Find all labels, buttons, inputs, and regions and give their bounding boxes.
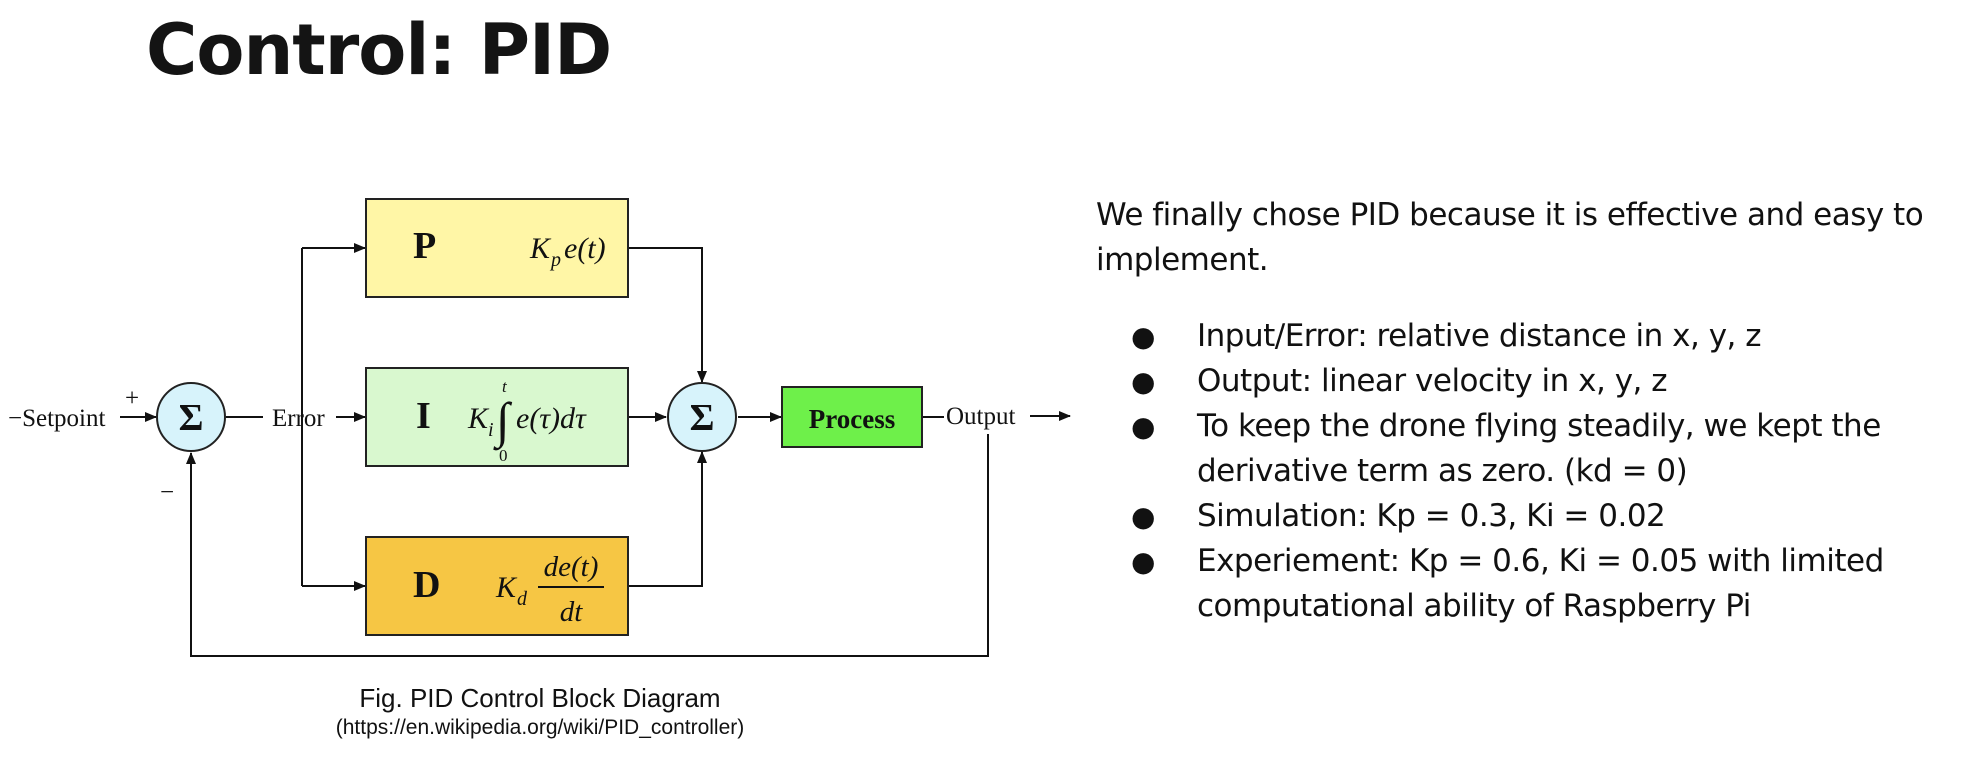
feedback-arrow: [186, 434, 989, 657]
connector-lines: [120, 243, 1071, 657]
bullet-text: To keep the drone flying steadily, we ke…: [1197, 408, 1881, 489]
p-to-sum-arrow: [628, 247, 707, 383]
pid-block-diagram: Σ Σ −Setpoint + − Error Output Process P…: [8, 198, 1071, 657]
output-sum-symbol: Σ: [690, 397, 715, 439]
integral-upper-limit: t: [502, 377, 508, 396]
i-block: [365, 367, 629, 467]
d-numerator: de(t): [544, 551, 599, 583]
error-label: Error: [272, 405, 325, 432]
i-term: e(τ)dτ: [516, 402, 587, 435]
output-sum-junction: [667, 382, 737, 452]
bullet-icon: ●: [1131, 500, 1155, 533]
bullet-icon: ●: [1131, 365, 1155, 398]
input-sum-junction: [156, 382, 226, 452]
content-panel: We finally chose PID because it is effec…: [1096, 193, 1966, 629]
d-gain-k: K: [495, 571, 518, 604]
bullet-text: Input/Error: relative distance in x, y, …: [1197, 318, 1762, 354]
output-label: Output: [946, 403, 1016, 430]
figure-source: (https://en.wikipedia.org/wiki/PID_contr…: [335, 716, 745, 739]
i-gain-sub: i: [488, 419, 494, 441]
process-block: [781, 386, 923, 448]
bullet-text: Experiement: Kp = 0.6, Ki = 0.05 with li…: [1197, 543, 1884, 624]
figure-caption: Fig. PID Control Block Diagram: [359, 683, 721, 713]
p-letter: P: [413, 225, 436, 267]
integral-sign: ∫: [493, 392, 513, 451]
i-gain-k: K: [467, 402, 490, 435]
bullet-text: Simulation: Kp = 0.3, Ki = 0.02: [1197, 498, 1666, 534]
list-item: ● Experiement: Kp = 0.6, Ki = 0.05 with l…: [1096, 539, 1966, 629]
p-gain-k: K: [529, 232, 552, 265]
integral-lower-limit: 0: [499, 446, 508, 465]
d-gain-sub: d: [517, 588, 528, 610]
bullet-icon: ●: [1131, 545, 1155, 578]
bullet-list: ● Input/Error: relative distance in x, y,…: [1096, 314, 1966, 629]
setpoint-label: −Setpoint: [8, 405, 105, 432]
bullet-icon: ●: [1131, 410, 1155, 443]
i-letter: I: [416, 395, 431, 437]
process-label: Process: [809, 404, 895, 434]
intro-paragraph: We finally chose PID because it is effec…: [1096, 197, 1924, 278]
bullet-text: Output: linear velocity in x, y, z: [1197, 363, 1668, 399]
list-item: ● Input/Error: relative distance in x, y,…: [1096, 314, 1966, 359]
d-letter: D: [413, 564, 440, 606]
p-block: [365, 198, 629, 298]
input-sum-symbol: Σ: [179, 397, 204, 439]
bullet-icon: ●: [1131, 320, 1155, 353]
plus-sign: +: [125, 385, 139, 412]
d-denominator: dt: [560, 596, 584, 628]
p-gain-sub: p: [549, 249, 561, 271]
d-to-sum-arrow: [628, 451, 707, 587]
list-item: ● Simulation: Kp = 0.3, Ki = 0.02: [1096, 494, 1966, 539]
minus-sign: −: [160, 479, 174, 506]
p-term: e(t): [564, 232, 606, 265]
slide-title: Control: PID: [146, 9, 612, 91]
list-item: ● To keep the drone flying steadily, we k…: [1096, 404, 1966, 494]
list-item: ● Output: linear velocity in x, y, z: [1096, 359, 1966, 404]
